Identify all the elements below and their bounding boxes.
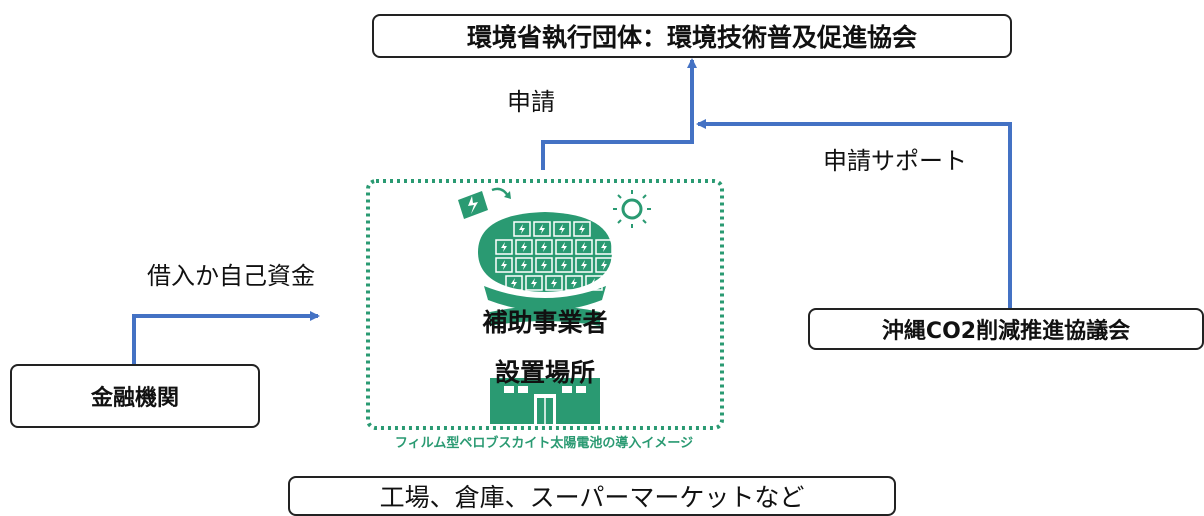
solar-panel-cell	[533, 221, 551, 237]
lightning-icon	[561, 260, 567, 270]
okinawa-council-label: 沖縄CO2削減推進協議会	[881, 319, 1131, 344]
lightning-icon	[521, 242, 527, 252]
installation-site-label: 設置場所	[494, 358, 595, 387]
solar-panel-cell	[573, 221, 591, 237]
solar-panel-cell	[535, 257, 553, 273]
solar-film-icon	[458, 187, 511, 219]
perovskite-solar-illustration	[458, 187, 651, 424]
solar-panel-cell	[535, 239, 553, 255]
lightning-icon	[601, 260, 607, 270]
lightning-icon	[541, 242, 547, 252]
solar-panel-cell	[555, 257, 573, 273]
solar-panel-cell	[553, 221, 571, 237]
lightning-icon	[531, 278, 537, 288]
lightning-icon	[561, 242, 567, 252]
lightning-icon	[511, 278, 517, 288]
lightning-icon	[571, 278, 577, 288]
solar-panel-cell	[595, 239, 613, 255]
lightning-icon	[581, 242, 587, 252]
subsidy-recipient-label: 補助事業者	[482, 308, 608, 337]
apply-support-arrow	[696, 119, 1012, 308]
funding-label: 借入か自己資金	[147, 262, 315, 290]
solar-panel-cell	[565, 275, 583, 291]
lightning-icon	[519, 224, 525, 234]
solar-panel-cell	[525, 275, 543, 291]
solar-panel-cell	[515, 257, 533, 273]
installation-dotted-frame	[366, 179, 724, 430]
lightning-icon	[541, 260, 547, 270]
sun-icon	[613, 190, 651, 228]
illustration-caption: フィルム型ペロブスカイト太陽電池の導入イメージ	[394, 436, 694, 451]
lightning-icon	[539, 224, 545, 234]
solar-panel-cell	[575, 257, 593, 273]
solar-panel-cell	[575, 239, 593, 255]
lightning-icon	[579, 224, 585, 234]
facility-examples-label: 工場、倉庫、スーパーマーケットなど	[379, 483, 805, 512]
executing-organization-label: 環境省執行団体：環境技術普及促進協会	[466, 23, 917, 52]
lightning-icon	[591, 278, 597, 288]
financial-institution-box: 金融機関	[10, 364, 260, 428]
solar-panel-grid	[495, 221, 613, 291]
okinawa-council-box: 沖縄CO2削減推進協議会	[808, 308, 1204, 350]
solar-panel-cell	[495, 257, 513, 273]
solar-panel-cell	[545, 275, 563, 291]
funding-arrow	[132, 311, 320, 364]
solar-panel-cell	[595, 257, 613, 273]
solar-panel-cell	[515, 239, 533, 255]
lightning-icon	[559, 224, 565, 234]
apply-arrow	[541, 58, 697, 170]
apply-support-label: 申請サポート	[823, 147, 967, 175]
apply-label: 申請	[507, 88, 555, 116]
solar-panel-cell	[585, 275, 603, 291]
lightning-icon	[581, 260, 587, 270]
building-icon	[490, 306, 600, 424]
lightning-icon	[601, 242, 607, 252]
solar-panel-cell	[505, 275, 523, 291]
lightning-icon	[551, 278, 557, 288]
solar-panel-cell	[495, 239, 513, 255]
lightning-icon	[501, 242, 507, 252]
facility-examples-box: 工場、倉庫、スーパーマーケットなど	[288, 476, 896, 516]
executing-organization-box: 環境省執行団体：環境技術普及促進協会	[372, 14, 1012, 58]
lightning-icon	[521, 260, 527, 270]
lightning-icon	[501, 260, 507, 270]
financial-institution-label: 金融機関	[90, 386, 179, 411]
solar-panel-cell	[513, 221, 531, 237]
solar-panel-cell	[555, 239, 573, 255]
